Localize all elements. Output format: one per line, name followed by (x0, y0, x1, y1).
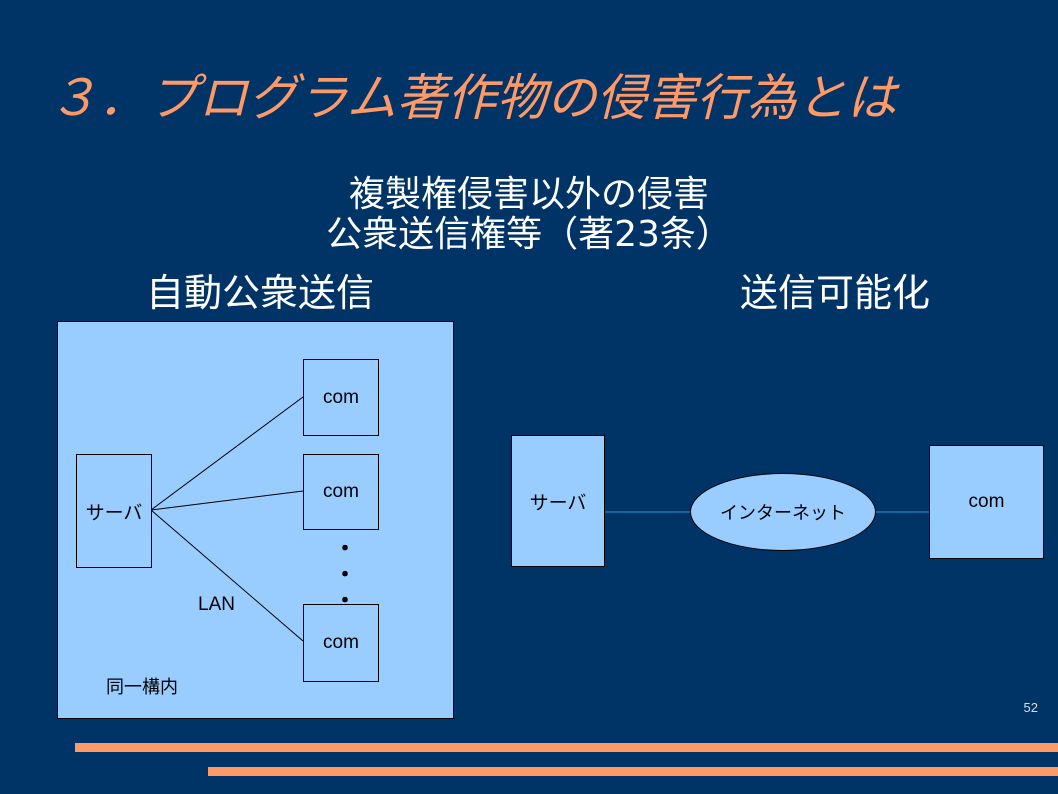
right-server-box: サーバ (511, 435, 605, 567)
left-server-box: サーバ (76, 454, 152, 568)
left-com-box-1: com (303, 359, 379, 436)
right-com-box: com (929, 445, 1044, 559)
com-label: com (323, 481, 359, 503)
premises-label: 同一構内 (106, 673, 178, 699)
ellipsis-dot-3: ・ (334, 589, 356, 615)
left-com-box-2: com (303, 454, 379, 530)
internet-ellipse: インターネット (690, 473, 876, 551)
ellipsis-dot-2: ・ (334, 563, 356, 589)
right-com-label: com (969, 491, 1005, 513)
accent-bar-top (75, 743, 1058, 752)
lan-line-top (151, 397, 303, 510)
ellipsis-dot-1: ・ (334, 537, 356, 563)
accent-bar-bottom (208, 767, 1058, 776)
lan-label: LAN (198, 594, 235, 616)
page-number: 52 (1024, 700, 1038, 715)
internet-label: インターネット (720, 499, 846, 525)
com-label: com (323, 632, 359, 654)
com-label: com (323, 387, 359, 409)
lan-line-middle (151, 491, 303, 510)
left-server-label: サーバ (86, 498, 143, 525)
lan-line-bottom (151, 510, 303, 641)
right-server-label: サーバ (530, 488, 587, 515)
left-com-box-3: com (303, 604, 379, 682)
